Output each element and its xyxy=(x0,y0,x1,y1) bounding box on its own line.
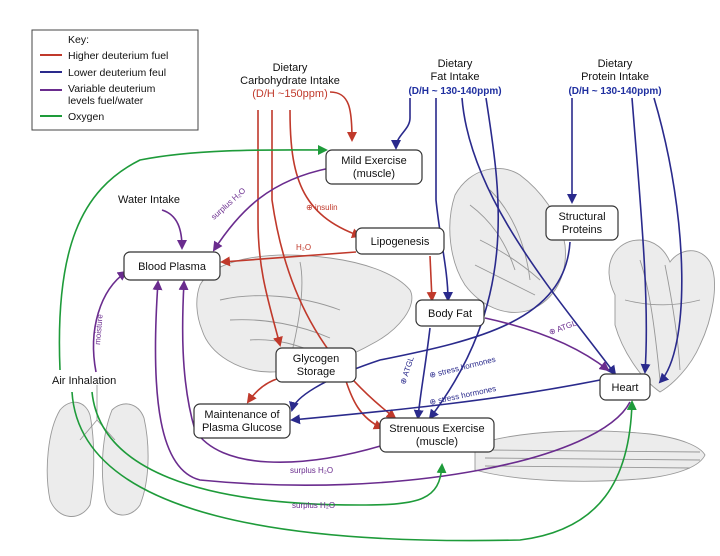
legend-item-1: Higher deuterium fuel xyxy=(68,50,168,62)
legend-item-2: Lower deuterium feul xyxy=(68,67,166,79)
carb-line2: Carbohydrate Intake xyxy=(240,75,340,87)
h2o-label: H₂O xyxy=(296,243,311,252)
legend-title: Key: xyxy=(68,34,89,46)
edge-lipogenesis-to-blood-plasma xyxy=(220,251,357,267)
atgl-label-1: ⊕ ATGL xyxy=(398,355,416,386)
fat-intake-source: Dietary Fat Intake (D/H ~ 130-140ppm) xyxy=(408,58,501,97)
node-heart: Heart xyxy=(599,373,651,401)
legend-item-3-line1: Variable deuterium xyxy=(68,83,156,95)
edge-carb-to-lipogenesis xyxy=(289,109,362,239)
edge-fat-to-heart xyxy=(461,97,617,376)
glycogen-line2: Storage xyxy=(297,366,336,378)
surplus-h2o-label-3: surplus H₂O xyxy=(292,501,335,510)
water-intake-label: Water Intake xyxy=(118,194,180,206)
stomach-illustration xyxy=(449,168,566,313)
structural-line2: Proteins xyxy=(562,224,603,236)
node-glycogen-storage: Glycogen Storage xyxy=(275,347,357,383)
fat-line2: Fat Intake xyxy=(431,71,480,83)
node-lipogenesis: Lipogenesis xyxy=(355,227,445,255)
mild-exercise-line2: (muscle) xyxy=(353,168,395,180)
stress-hormones-label-2: ⊕ stress hormones xyxy=(429,384,497,407)
edge-glycogen-to-strenuous xyxy=(344,377,384,430)
edge-structural-to-maintenance xyxy=(289,241,571,412)
edge-fat-to-body-fat xyxy=(435,98,453,302)
edge-body-fat-to-strenuous xyxy=(413,327,431,420)
protein-line2: Protein Intake xyxy=(581,71,649,83)
glycogen-line1: Glycogen xyxy=(293,353,339,365)
legend-item-3-line2: levels fuel/water xyxy=(68,95,144,107)
heart-text: Heart xyxy=(612,382,639,394)
edge-protein-to-heart-1 xyxy=(631,97,651,374)
moisture-label: moisture xyxy=(93,313,105,345)
edge-heart-to-maintenance xyxy=(290,379,601,425)
structural-line1: Structural xyxy=(558,211,605,223)
insulin-label: ⊕ insulin xyxy=(306,203,338,212)
fat-ratio: (D/H ~ 130-140ppm) xyxy=(408,86,501,97)
fat-line1: Dietary xyxy=(438,58,473,70)
protein-ratio: (D/H ~ 130-140ppm) xyxy=(568,86,661,97)
edge-fat-to-mild-exercise xyxy=(391,98,411,150)
edge-water-to-blood-plasma xyxy=(161,209,187,250)
node-body-fat: Body Fat xyxy=(415,299,485,327)
stress-hormones-label-1: ⊕ stress hormones xyxy=(428,355,496,380)
surplus-h2o-label-2: surplus H₂O xyxy=(290,466,333,475)
edge-glycogen-to-maintenance xyxy=(246,377,281,404)
edge-protein-to-heart-2 xyxy=(653,97,683,384)
node-maintenance-plasma-glucose: Maintenance of Plasma Glucose xyxy=(193,403,291,439)
strenuous-line1: Strenuous Exercise xyxy=(389,423,484,435)
edge-lipogenesis-to-body-fat xyxy=(426,255,437,302)
atgl-label-2: ⊕ ATGL xyxy=(548,318,579,336)
heart-illustration xyxy=(608,239,715,393)
air-inhalation-label: Air Inhalation xyxy=(52,375,116,387)
edge-air-to-heart xyxy=(71,391,637,542)
edge-moisture-to-blood-plasma xyxy=(92,270,128,373)
carb-line1: Dietary xyxy=(273,62,308,74)
edge-body-fat-to-heart xyxy=(484,317,610,372)
edge-carb-to-glycogen xyxy=(257,110,283,347)
edge-carb-to-strenuous xyxy=(271,110,397,420)
edge-air-to-strenuous xyxy=(91,391,447,506)
legend: Key: Higher deuterium fuel Lower deuteri… xyxy=(31,29,199,131)
mild-exercise-line1: Mild Exercise xyxy=(341,155,406,167)
edge-mild-exercise-to-blood-plasma xyxy=(212,167,331,252)
strenuous-line2: (muscle) xyxy=(416,436,458,448)
protein-line1: Dietary xyxy=(598,58,633,70)
edge-fat-to-strenuous-via-heart xyxy=(428,97,500,420)
green-edges xyxy=(58,144,637,542)
maintenance-line1: Maintenance of xyxy=(204,409,280,421)
edge-heart-to-blood-plasma xyxy=(152,280,631,487)
edge-carb-to-mild-exercise xyxy=(329,91,357,142)
maintenance-line2: Plasma Glucose xyxy=(202,422,282,434)
edge-air-to-mild-exercise xyxy=(58,144,328,371)
lungs-illustration xyxy=(46,385,149,517)
node-structural-proteins: Structural Proteins xyxy=(545,205,619,241)
node-blood-plasma: Blood Plasma xyxy=(123,251,221,281)
carbohydrate-intake-source: Dietary Carbohydrate Intake (D/H ~150ppm… xyxy=(240,62,340,100)
carb-ratio: (D/H ~150ppm) xyxy=(252,88,328,100)
blood-plasma-text: Blood Plasma xyxy=(138,261,207,273)
protein-intake-source: Dietary Protein Intake (D/H ~ 130-140ppm… xyxy=(568,58,661,97)
node-strenuous-exercise: Strenuous Exercise (muscle) xyxy=(379,417,495,453)
muscle-illustration xyxy=(474,430,706,482)
node-mild-exercise: Mild Exercise (muscle) xyxy=(325,149,423,185)
body-fat-text: Body Fat xyxy=(428,308,472,320)
legend-item-4: Oxygen xyxy=(68,111,104,123)
lipogenesis-text: Lipogenesis xyxy=(371,236,430,248)
surplus-h2o-label-1: surplus H₂O xyxy=(209,186,247,222)
